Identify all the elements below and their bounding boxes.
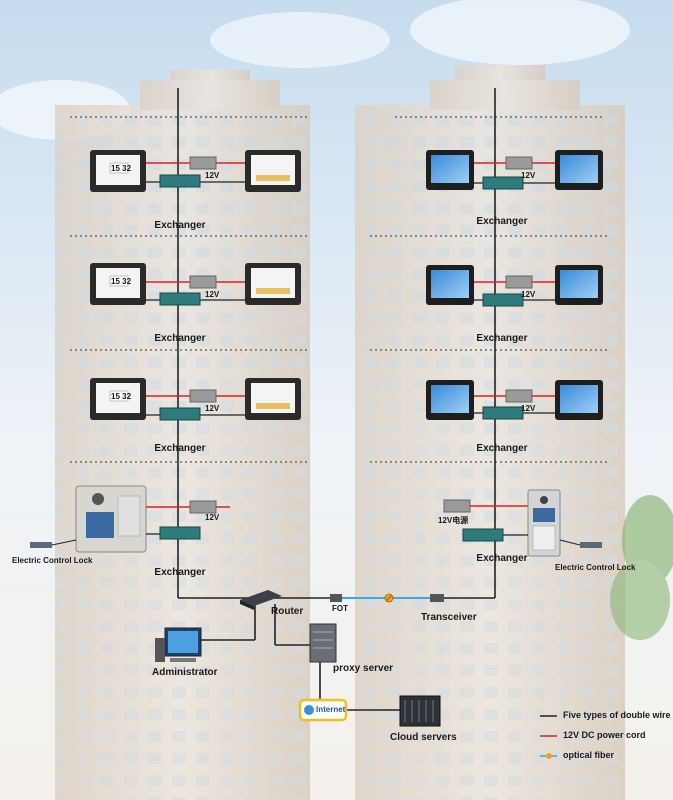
administrator-label: Administrator: [152, 667, 218, 678]
indoor-monitor[interactable]: [426, 265, 474, 305]
power-supply: [189, 500, 217, 514]
legend-power-text: power cord: [597, 730, 646, 740]
power-supply: [443, 499, 471, 513]
indoor-monitor[interactable]: [426, 380, 474, 420]
exchanger-device: [159, 292, 201, 306]
exchanger-label: Exchanger: [154, 220, 206, 231]
door-station-panel[interactable]: [527, 489, 561, 557]
exchanger-label: Exchanger: [476, 216, 528, 227]
electric-lock-label: Electric Control Lock: [12, 556, 93, 565]
indoor-monitor[interactable]: [426, 150, 474, 190]
left-floor-3: [90, 378, 301, 421]
indoor-monitor[interactable]: [245, 378, 301, 420]
power-supply: [189, 156, 217, 170]
transceiver-label: Transceiver: [421, 612, 477, 623]
indoor-monitor[interactable]: [555, 150, 603, 190]
power-supply: [189, 275, 217, 289]
power-label: 12V: [521, 290, 536, 299]
cloud-servers-icon: [399, 695, 441, 727]
internet-badge: [298, 698, 348, 722]
router-label: Router: [271, 606, 304, 617]
floor-dividers: [70, 116, 610, 463]
power-supply: [505, 156, 533, 170]
door-station-panel[interactable]: [75, 485, 147, 553]
tree: [610, 495, 673, 640]
legend-fiber-label: optical fiber: [563, 750, 615, 760]
right-floor-1: [426, 150, 603, 190]
cloud-servers-label: Cloud servers: [390, 732, 457, 743]
electric-lock-icon: [559, 539, 602, 548]
indoor-monitor[interactable]: [90, 378, 146, 420]
legend: [540, 715, 557, 759]
left-building: [55, 70, 310, 800]
power-supply: [505, 389, 533, 403]
exchanger-label: Exchanger: [476, 553, 528, 564]
power-label: 12V电源: [438, 516, 469, 525]
power-label: 12V: [205, 290, 220, 299]
electric-lock-icon: [30, 539, 77, 548]
exchanger-label: Exchanger: [154, 333, 206, 344]
right-floor-2: [426, 265, 603, 307]
right-floor-3: [426, 380, 603, 420]
left-floor-2: [90, 263, 301, 306]
power-label: 12V: [205, 513, 220, 522]
indoor-monitor[interactable]: [555, 265, 603, 305]
cloud: [410, 0, 630, 65]
exchanger-label: Exchanger: [154, 443, 206, 454]
exchanger-device: [482, 176, 524, 190]
indoor-monitor[interactable]: [245, 263, 301, 305]
exchanger-device: [462, 528, 504, 542]
fiber-joint-icon: [384, 593, 394, 603]
legend-power-prefix: 12V DC: [563, 730, 595, 740]
transceiver-device: [430, 594, 444, 602]
power-label: 12V: [521, 404, 536, 413]
indoor-monitor[interactable]: [90, 150, 146, 192]
exchanger-device: [482, 406, 524, 420]
legend-wire-label: Five types of double wire: [563, 710, 671, 720]
right-building: [355, 65, 625, 800]
fot-label: FOT: [332, 604, 348, 613]
power-supply: [505, 275, 533, 289]
proxy-server-label: proxy server: [333, 663, 394, 674]
exchanger-device: [159, 407, 201, 421]
exchanger-device: [482, 293, 524, 307]
fot-device: [330, 594, 342, 602]
power-supply: [189, 389, 217, 403]
exchanger-label: Exchanger: [154, 567, 206, 578]
left-floor-1: [90, 150, 301, 192]
internet-label: Internet: [316, 705, 346, 714]
indoor-monitor[interactable]: [90, 263, 146, 305]
exchanger-device: [159, 174, 201, 188]
left-door-station-floor: [30, 485, 230, 553]
exchanger-device: [159, 526, 201, 540]
right-door-station-floor: [443, 489, 602, 557]
legend-power-label: 12V DC power cord: [563, 730, 646, 740]
indoor-monitor[interactable]: [555, 380, 603, 420]
proxy-server-icon: [309, 623, 337, 663]
indoor-monitor[interactable]: [245, 150, 301, 192]
exchanger-label: Exchanger: [476, 333, 528, 344]
router-icon: [240, 590, 282, 610]
cloud: [210, 12, 390, 68]
exchanger-label: Exchanger: [476, 443, 528, 454]
power-label: 12V: [205, 404, 220, 413]
electric-lock-label: Electric Control Lock: [555, 563, 636, 572]
monitor-clock: 15 32: [111, 164, 132, 173]
monitor-clock: 15 32: [111, 392, 132, 401]
power-label: 12V: [521, 171, 536, 180]
administrator-computer-icon: [155, 627, 202, 662]
monitor-clock: 15 32: [111, 277, 132, 286]
power-label: 12V: [205, 171, 220, 180]
